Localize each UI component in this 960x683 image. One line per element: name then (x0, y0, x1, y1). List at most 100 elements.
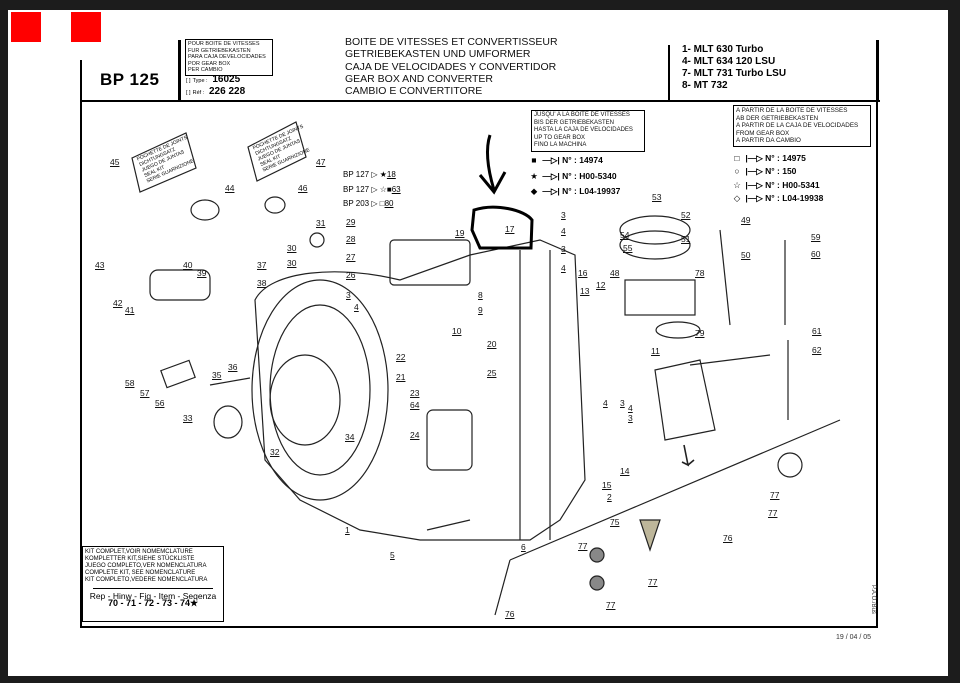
bp-ref-2[interactable]: BP 127 ▷ ☆■63 (343, 185, 401, 194)
callout-item-62[interactable]: 62 (812, 345, 822, 355)
callout-item-77[interactable]: 77 (606, 600, 616, 610)
o-ring-79 (655, 321, 701, 339)
callout-item-38[interactable]: 38 (257, 278, 267, 288)
callout-item-36[interactable]: 36 (228, 362, 238, 372)
callout-item-30[interactable]: 30 (287, 243, 297, 253)
callout-item-27[interactable]: 27 (346, 252, 356, 262)
callout-item-23[interactable]: 23 (410, 388, 420, 398)
callout-item-56[interactable]: 56 (155, 398, 165, 408)
red-marker-2[interactable] (71, 12, 101, 42)
applicability-box: POUR BOITE DE VITESSES FUR GETRIEBEKASTE… (185, 39, 273, 76)
callout-item-57[interactable]: 57 (140, 388, 150, 398)
callout-item-59[interactable]: 59 (811, 232, 821, 242)
callout-item-21[interactable]: 21 (396, 372, 406, 382)
callout-item-3[interactable]: 3 (620, 398, 625, 408)
callout-item-24[interactable]: 24 (410, 430, 420, 440)
callout-item-49[interactable]: 49 (741, 215, 751, 225)
callout-item-77[interactable]: 77 (648, 577, 658, 587)
callout-item-55[interactable]: 55 (623, 243, 633, 253)
callout-item-52[interactable]: 52 (681, 210, 691, 220)
callout-item-3[interactable]: 3 (561, 210, 566, 220)
title-line: BOITE DE VITESSES ET CONVERTISSEUR (345, 36, 558, 48)
callout-item-4[interactable]: 4 (603, 398, 608, 408)
bp-ref-item[interactable]: 18 (386, 170, 396, 179)
callout-item-20[interactable]: 20 (487, 339, 497, 349)
callout-item-26[interactable]: 26 (346, 270, 356, 280)
callout-item-48[interactable]: 48 (610, 268, 620, 278)
callout-item-51[interactable]: 51 (681, 234, 691, 244)
callout-item-53[interactable]: 53 (652, 192, 662, 202)
author-code: P.A.O./Bus (870, 585, 876, 614)
callout-item-64[interactable]: 64 (410, 400, 420, 410)
callout-item-79[interactable]: 79 (695, 328, 705, 338)
callout-item-47[interactable]: 47 (316, 157, 326, 167)
serial-text: N° : L04-19938 (765, 193, 824, 203)
serial-text: N° : H00-5340 (562, 171, 617, 181)
callout-item-8[interactable]: 8 (478, 290, 483, 300)
bp-ref-item[interactable]: 80 (384, 199, 394, 208)
header-border (80, 60, 82, 100)
callout-item-3[interactable]: 3 (628, 413, 633, 423)
callout-item-19[interactable]: 19 (455, 228, 465, 238)
bp-ref-3[interactable]: BP 203 ▷ □80 (343, 199, 394, 208)
callout-item-76[interactable]: 76 (723, 533, 733, 543)
callout-item-77[interactable]: 77 (578, 541, 588, 551)
callout-item-32[interactable]: 32 (270, 447, 280, 457)
callout-item-3[interactable]: 3 (346, 290, 351, 300)
callout-item-29[interactable]: 29 (346, 217, 356, 227)
callout-item-41[interactable]: 41 (125, 305, 135, 315)
callout-item-76[interactable]: 76 (505, 609, 515, 619)
callout-item-6[interactable]: 6 (521, 542, 526, 552)
callout-item-14[interactable]: 14 (620, 466, 630, 476)
callout-item-40[interactable]: 40 (183, 260, 193, 270)
callout-item-34[interactable]: 34 (345, 432, 355, 442)
brake-pad-75 (639, 519, 661, 552)
callout-item-58[interactable]: 58 (125, 378, 135, 388)
callout-item-15[interactable]: 15 (602, 480, 612, 490)
red-marker-1[interactable] (11, 12, 41, 42)
callout-item-42[interactable]: 42 (113, 298, 123, 308)
callout-item-43[interactable]: 43 (95, 260, 105, 270)
callout-item-28[interactable]: 28 (346, 234, 356, 244)
callout-item-44[interactable]: 44 (225, 183, 235, 193)
callout-item-3[interactable]: 3 (561, 244, 566, 254)
serial-from-2: ○ |—▷ N° : 150 (731, 166, 796, 177)
callout-item-78[interactable]: 78 (695, 268, 705, 278)
callout-item-10[interactable]: 10 (452, 326, 462, 336)
callout-item-45[interactable]: 45 (110, 157, 120, 167)
callout-item-75[interactable]: 75 (610, 517, 620, 527)
bp-ref-item[interactable]: 63 (391, 185, 401, 194)
kit-line: KOMPLETTER KIT,SIEHE STÜCKLISTE (85, 556, 195, 562)
callout-item-16[interactable]: 16 (578, 268, 588, 278)
callout-item-54[interactable]: 54 (620, 230, 630, 240)
callout-item-11[interactable]: 11 (651, 346, 660, 356)
callout-item-4[interactable]: 4 (561, 226, 566, 236)
callout-item-61[interactable]: 61 (812, 326, 822, 336)
callout-item-35[interactable]: 35 (212, 370, 222, 380)
callout-item-77[interactable]: 77 (770, 490, 780, 500)
callout-item-4[interactable]: 4 (354, 302, 359, 312)
callout-item-39[interactable]: 39 (197, 268, 207, 278)
callout-item-77[interactable]: 77 (768, 508, 778, 518)
callout-item-4[interactable]: 4 (628, 403, 633, 413)
callout-item-33[interactable]: 33 (183, 413, 193, 423)
callout-item-25[interactable]: 25 (487, 368, 497, 378)
callout-item-2[interactable]: 2 (607, 492, 612, 502)
callout-item-12[interactable]: 12 (596, 280, 606, 290)
bp-ref-1[interactable]: BP 127 ▷ ★18 (343, 170, 396, 179)
callout-item-13[interactable]: 13 (580, 286, 590, 296)
callout-item-60[interactable]: 60 (811, 249, 821, 259)
callout-item-4[interactable]: 4 (561, 263, 566, 273)
callout-item-5[interactable]: 5 (390, 550, 395, 560)
callout-item-30[interactable]: 30 (287, 258, 297, 268)
callout-item-9[interactable]: 9 (478, 305, 483, 315)
callout-item-1[interactable]: 1 (345, 525, 350, 535)
callout-item-31[interactable]: 31 (316, 218, 326, 228)
callout-item-17[interactable]: 17 (505, 224, 515, 234)
callout-item-50[interactable]: 50 (741, 250, 751, 260)
exploded-axis-line (509, 419, 841, 561)
callout-item-22[interactable]: 22 (396, 352, 406, 362)
complete-kit-box: KIT COMPLET,VOIR NOMEMCLATURE KOMPLETTER… (82, 546, 224, 622)
callout-item-46[interactable]: 46 (298, 183, 308, 193)
callout-item-37[interactable]: 37 (257, 260, 267, 270)
